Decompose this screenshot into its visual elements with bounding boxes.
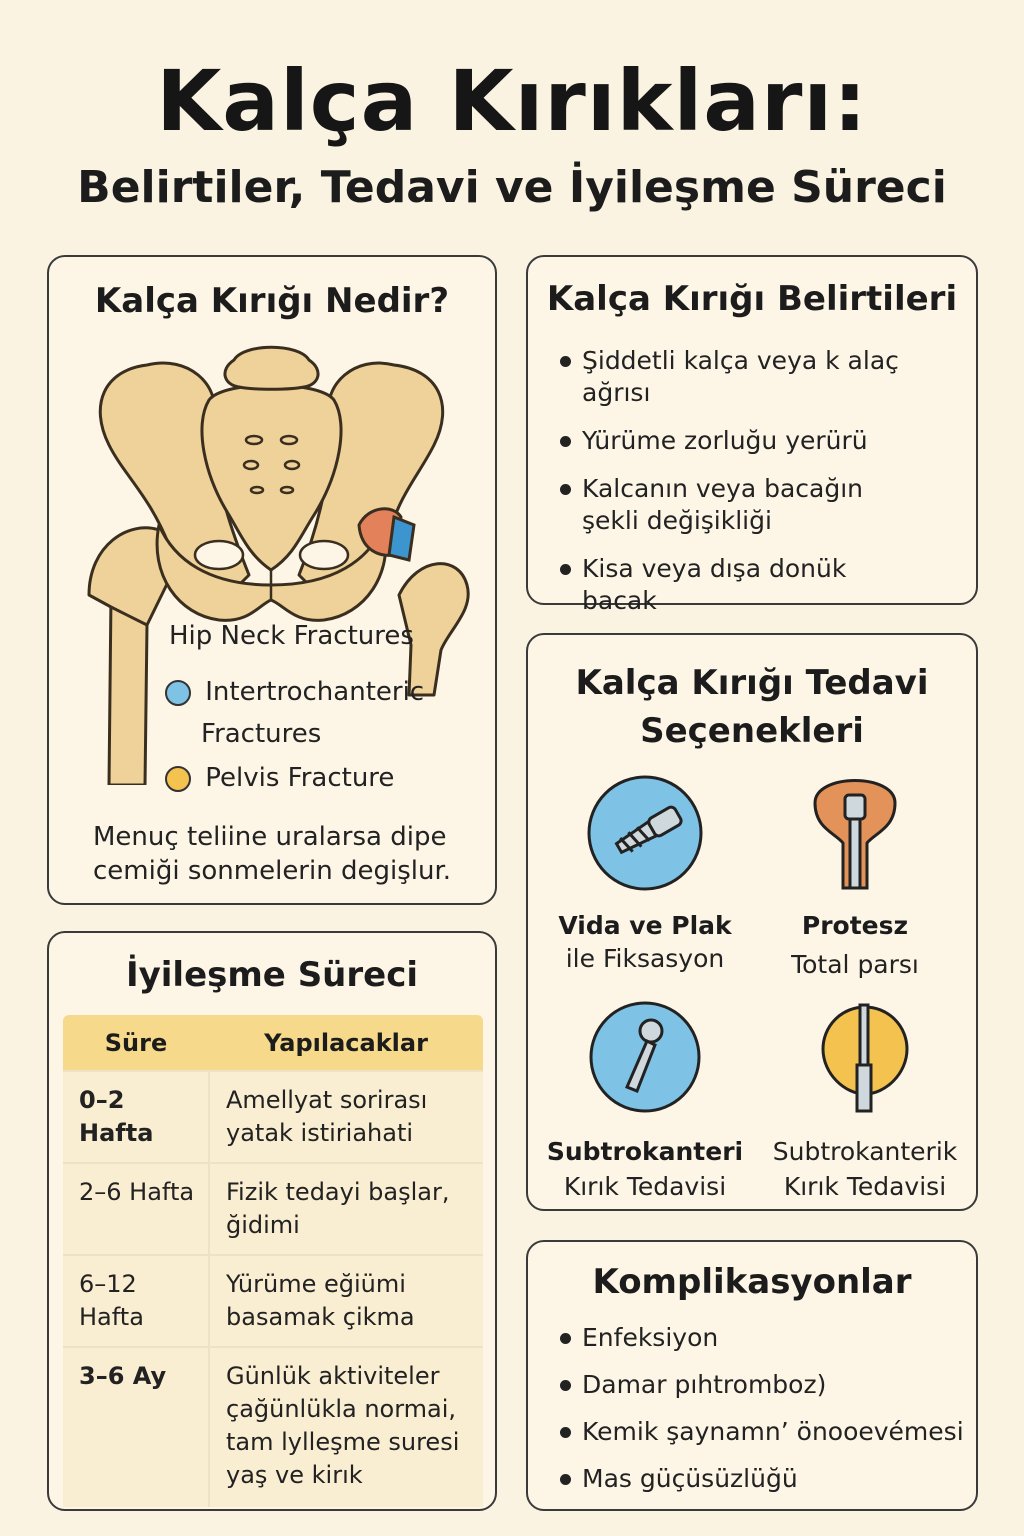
page-subtitle: Belirtiler, Tedavi ve İyileşme Süreci — [77, 162, 947, 213]
legend-yellow-dot — [165, 765, 191, 792]
list-item: Kalcanın veya bacağın şekli değişikliği — [558, 473, 868, 537]
legend-hip-neck: Hip Neck Fractures — [169, 621, 414, 651]
period-cell: 6–12 Hafta — [63, 1254, 210, 1347]
treatment-option-screw-plate: Vida ve Plak ile Fiksasyon — [540, 773, 750, 973]
complications-heading: Komplikasyonlar — [592, 1262, 912, 1302]
list-item: Yürüme zorluğu yerürü — [558, 425, 968, 457]
treatment-card: Kalça Kırığı Tedavi Seçenekleri Vida ve … — [526, 633, 978, 1211]
list-item: Kemik şaynamn’ önooevémesi — [558, 1416, 968, 1448]
legend-pelvis: Pelvis Fracture — [165, 763, 394, 793]
symptoms-list: Şiddetli kalça veya k alaç ağrısı Yürüme… — [558, 345, 968, 633]
tasks-cell: Amellyat sorirası yatak istiriahati — [209, 1070, 483, 1163]
tasks-cell: Günlük aktiviteler çağünlükla normai, ta… — [209, 1346, 483, 1507]
period-cell: 3–6 Ay — [63, 1346, 210, 1507]
period-cell: 2–6 Hafta — [63, 1162, 210, 1255]
what-card: Kalça Kırığı Nedir? — [47, 255, 497, 905]
symptoms-card: Kalça Kırığı Belirtileri Şiddetli kalça … — [526, 255, 978, 615]
table-row: 3–6 Ay Günlük aktiviteler çağünlükla nor… — [63, 1346, 483, 1507]
tasks-cell: Fizik tedayi başlar, ğidimi — [209, 1162, 483, 1255]
treatment-heading: Kalça Kırığı Tedavi Seçenekleri — [575, 663, 929, 751]
hip-implant-icon — [589, 1001, 701, 1113]
legend-intertrochanteric: Intertrochanteric Fractures — [165, 671, 424, 755]
healing-heading: İyileşme Süreci — [125, 955, 419, 995]
list-item: Mas güçüsüzlüğü — [558, 1463, 968, 1495]
healing-card: İyileşme Süreci Süre Yapılacaklar 0–2 Ha… — [47, 931, 497, 1511]
fracture-blue-highlight — [387, 514, 416, 562]
period-cell: 0–2 Hafta — [63, 1070, 210, 1163]
complications-list: Enfeksiyon Damar pıhtromboz) Kemik şayna… — [558, 1322, 968, 1510]
table-row: 6–12 Hafta Yürüme eğiümi basamak çikma — [63, 1254, 483, 1347]
treatment-option-subtrochanteric-a: Subtrokanteri Kırık Tedavisi — [540, 999, 750, 1201]
what-heading: Kalça Kırığı Nedir? — [94, 281, 450, 321]
prosthesis-icon — [813, 779, 897, 890]
vertebra — [223, 345, 320, 391]
treatment-option-subtrochanteric-b: Subtrokanterik Kırık Tedavisi — [760, 999, 970, 1201]
what-description: Menuç teliine uralarsa dipe cemiği sonme… — [93, 822, 452, 886]
screw-icon — [587, 775, 703, 891]
nail-icon — [821, 1003, 909, 1113]
symptoms-heading: Kalça Kırığı Belirtileri — [546, 279, 958, 319]
pelvis-illustration — [87, 345, 470, 785]
list-item: Damar pıhtromboz) — [558, 1369, 968, 1401]
page-title: Kalça Kırıkları: — [156, 52, 868, 150]
sacrum — [200, 383, 343, 572]
healing-table: Süre Yapılacaklar 0–2 Hafta Amellyat sor… — [63, 1015, 483, 1507]
column-header-period: Süre — [63, 1015, 209, 1071]
treatment-option-prosthesis: Protesz Total parsı — [750, 773, 960, 979]
list-item: Kisa veya dışa donük bacak — [558, 553, 848, 617]
legend-blue-dot — [165, 679, 191, 706]
table-row: 0–2 Hafta Amellyat sorirası yatak istiri… — [63, 1070, 483, 1163]
list-item: Şiddetli kalça veya k alaç ağrısı — [558, 345, 968, 409]
table-row: 2–6 Hafta Fizik tedayi başlar, ğidimi — [63, 1162, 483, 1255]
tasks-cell: Yürüme eğiümi basamak çikma — [209, 1254, 483, 1347]
complications-card: Komplikasyonlar Enfeksiyon Damar pıhtrom… — [526, 1240, 978, 1511]
list-item: Enfeksiyon — [558, 1322, 968, 1354]
right-femur — [397, 562, 470, 697]
column-header-tasks: Yapılacaklar — [209, 1015, 483, 1071]
